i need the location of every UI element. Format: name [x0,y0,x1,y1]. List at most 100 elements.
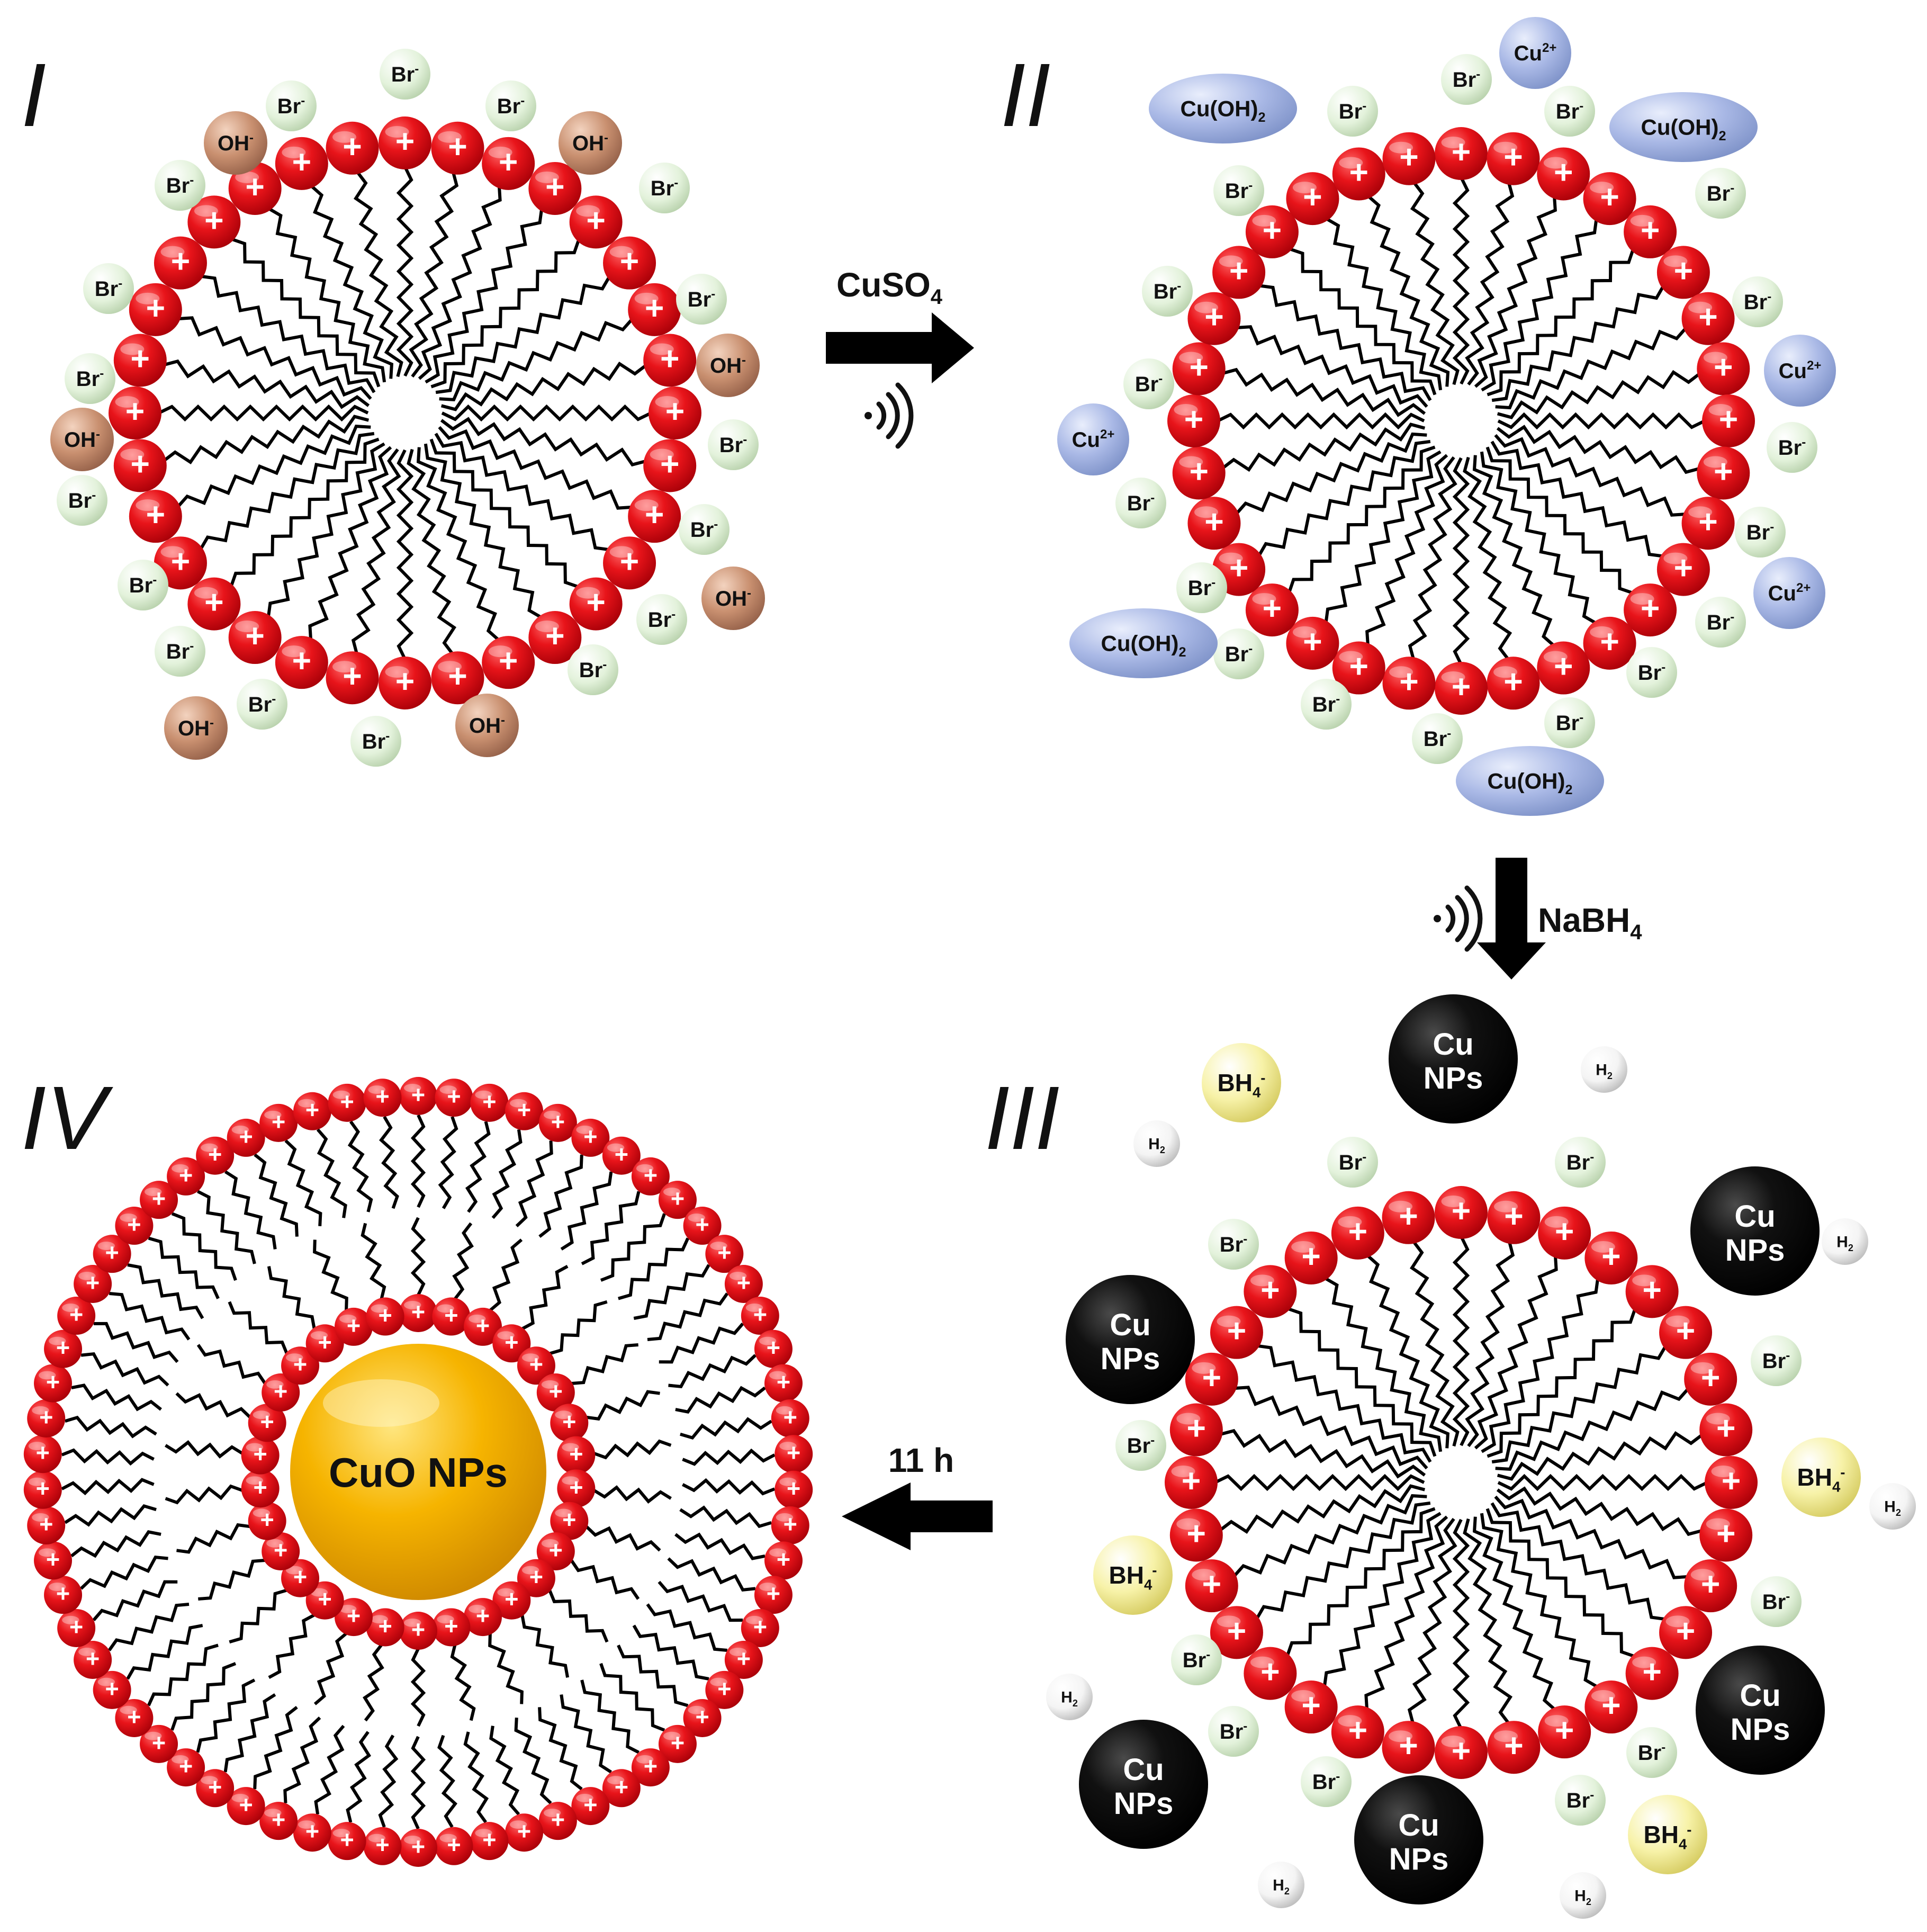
cuoh-label: Cu(OH)2 [1641,115,1726,144]
br-label: Br- [1778,435,1806,460]
surfactant-headgroup: + [1681,292,1735,345]
micelle-III-tail [1487,1308,1637,1458]
surfactant-headgroup: + [248,1404,286,1442]
surfactant-headgroup: + [259,1103,298,1142]
micelle-II-tail [1481,218,1598,392]
micelle-III-tail [1407,1517,1457,1724]
oh-label: OH- [710,353,746,378]
surfactant-headgroup: + [569,577,623,631]
plus-sign: + [1202,1359,1222,1396]
micelle-IV-outer-tail [147,1643,219,1706]
plus-sign: + [127,1211,141,1238]
cu-label: Cu2+ [1072,427,1115,452]
bh4-ion: BH4- [1093,1535,1173,1615]
counter-ions: Br-Br-Br-Br-Br-Br-Br-Br-Br-Br-Br-Br-Br-B… [50,17,1916,1919]
surfactant-headgroup: + [658,1724,697,1763]
br-ion: Br- [1767,422,1817,473]
surfactant-headgroup: + [1382,1191,1435,1244]
surfactant-headgroup: + [109,387,161,439]
plus-sign: + [583,1791,597,1818]
micelle-II-tail [1472,455,1555,648]
plus-sign: + [586,202,606,239]
plus-sign: + [86,1645,100,1672]
surfactant-headgroup: + [649,387,701,439]
surfactant-headgroup: + [1169,1508,1223,1562]
plus-sign: + [777,1545,790,1572]
micelle-I-tail [425,208,544,384]
surfactant-headgroup: + [631,1748,670,1787]
plus-sign: + [146,496,166,533]
micelle-III-tail [1494,1495,1689,1579]
br-ion: Br- [57,475,107,526]
micelle-IV-outer-tail [379,1116,399,1209]
plus-sign: + [1716,1515,1736,1552]
br-ion: Br- [1441,54,1492,105]
micelle-III-tail [1452,1518,1470,1730]
micelle-IV-outer-tail [171,1212,237,1281]
plus-sign: + [671,1185,685,1212]
surfactant-headgroup: + [1625,1647,1679,1700]
br-label: Br- [1312,692,1340,716]
micelle-II-tail [1497,370,1701,419]
br-ion: Br- [485,80,536,131]
plus-sign: + [1189,348,1209,385]
surfactant-headgroup: + [771,1399,809,1437]
br-ion: Br- [636,594,687,645]
bh4-ion: BH4- [1202,1043,1281,1122]
surfactant-headgroup: + [27,1399,66,1437]
br-ion: Br- [237,679,287,730]
micelle-II-tail [1258,284,1432,401]
plus-sign: + [204,202,224,239]
surfactant-headgroup: + [1699,1508,1753,1562]
br-ion: Br- [1115,478,1166,528]
br-label: Br- [1453,67,1480,92]
plus-sign: + [717,1675,731,1702]
br-label: Br- [1638,1740,1665,1765]
micelle-I-tail [163,415,370,465]
surfactant-headgroup: + [1487,657,1540,710]
surfactant-headgroup: + [1169,1403,1223,1457]
surfactant-headgroup: + [227,1118,265,1157]
surfactant-headgroup: + [1212,246,1266,299]
surfactant-headgroup: + [326,121,379,175]
micelle-IV-outer-tail [659,1323,744,1364]
surfactant-headgroup: + [571,1118,610,1157]
micelle-IV-outer-tail [80,1556,168,1590]
panel-label-I: I [21,45,46,146]
surfactant-headgroup: + [399,1829,437,1867]
cuo-core: CuO NPs [290,1344,546,1600]
micelle-II-tail [1494,434,1687,517]
surfactant-headgroup: + [1185,1559,1238,1613]
micelle-I-tail [407,448,457,655]
micelle-IV-outer-tail [223,1693,276,1773]
micelle-IV-outer-tail [667,1557,756,1592]
plus-sign: + [1555,1213,1574,1250]
micelle-IV-outer-tail [668,1354,757,1388]
surfactant-headgroup: + [1487,1721,1541,1774]
surfactant-headgroup: + [281,1346,320,1385]
micelle-II-tail [1452,457,1470,666]
surfactant-headgroup: + [528,611,582,664]
surfactant-headgroup: + [27,1506,66,1545]
plus-sign: + [272,1806,285,1833]
surfactant-headgroup: + [517,1346,555,1385]
surfactant-headgroup: + [399,1077,437,1115]
br-ion: Br- [676,274,727,325]
micelle-IV-outer-tail [378,1735,399,1828]
surfactant-headgroup: + [23,1435,62,1473]
plus-sign: + [615,1141,628,1168]
micelle-II-tail [1485,446,1634,595]
br-label: Br- [1566,1150,1594,1174]
micelle-II-tail [1324,450,1442,624]
micelle-I-tail [266,442,385,618]
surfactant-headgroup: + [366,1608,404,1647]
plus-sign: + [549,1536,563,1563]
micelle-III-tail [1497,1473,1708,1491]
plus-sign: + [1641,590,1660,627]
micelle-IV-outer-tail [316,1128,347,1218]
micelle-IV-inner-tail [548,1589,609,1643]
surfactant-headgroup: + [1684,1352,1737,1406]
